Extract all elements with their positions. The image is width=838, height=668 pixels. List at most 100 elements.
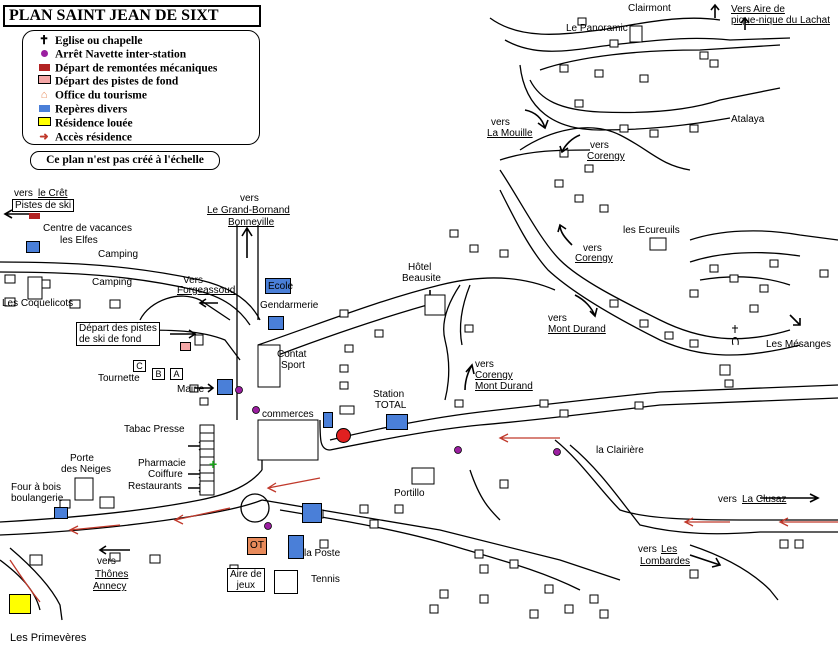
label-atalaya: Atalaya bbox=[731, 114, 765, 125]
label-vers-thones-3: Annecy bbox=[93, 581, 127, 592]
label-restaurants: Restaurants bbox=[128, 481, 182, 492]
station-total-marker bbox=[386, 414, 408, 430]
label-four-2: boulangerie bbox=[11, 493, 64, 504]
label-centre-vacances-2: les Elfes bbox=[60, 235, 98, 246]
label-mesanges: Les Mésanges bbox=[766, 339, 832, 350]
label-depart-fond: Départ des pistes de ski de fond bbox=[76, 322, 160, 346]
label-ecole: Ecole bbox=[268, 281, 294, 292]
gendarmerie-marker bbox=[268, 316, 284, 330]
legend-item-church: ✝Eglise ou chapelle bbox=[33, 33, 259, 48]
label-vers-gb-1: vers bbox=[240, 193, 259, 204]
label-vers-corengy-md-2: Corengy bbox=[475, 370, 513, 381]
label-vers-clusaz-1: vers bbox=[718, 494, 737, 505]
four-a-bois-marker bbox=[54, 507, 68, 519]
legend-item-landmark: Repères divers bbox=[33, 103, 259, 117]
label-vers-corengy-md-1: vers bbox=[475, 359, 494, 370]
mairie-marker bbox=[217, 379, 233, 395]
label-four-1: Four à bois bbox=[11, 482, 62, 493]
label-vers-mont-durand-2: Mont Durand bbox=[548, 324, 606, 335]
label-mairie: Mairie bbox=[177, 384, 205, 395]
label-hotel-1: Hôtel bbox=[408, 262, 432, 273]
access-arrow-icon: ➜ bbox=[39, 130, 49, 143]
label-camping-2: Camping bbox=[92, 277, 133, 288]
ecole-marker bbox=[265, 278, 291, 294]
legend-item-access: ➜Accès résidence bbox=[33, 131, 259, 145]
label-porte-1: Porte bbox=[70, 453, 94, 464]
label-vers-lombardes-2: Les bbox=[661, 544, 678, 555]
tourist-office-icon: ⌂ bbox=[40, 89, 48, 102]
label-vers-corengy-top-1: vers bbox=[590, 140, 609, 151]
road-main-east bbox=[329, 397, 838, 451]
label-panoramic: Le Panoramic bbox=[566, 23, 628, 34]
building-c: C bbox=[133, 360, 146, 372]
label-aire-jeux: Aire de jeux bbox=[227, 568, 265, 592]
label-vers-mouille-1: vers bbox=[491, 117, 510, 128]
info-marker bbox=[323, 412, 333, 428]
tennis-courts bbox=[274, 570, 298, 594]
rented-residence-icon bbox=[33, 116, 55, 131]
label-la-poste: la Poste bbox=[304, 548, 341, 559]
label-vers-clusaz-2: La Clusaz bbox=[742, 494, 787, 505]
ski-lift-marker bbox=[29, 213, 40, 219]
label-porte-2: des Neiges bbox=[61, 464, 112, 475]
label-contat-1: Contat bbox=[277, 349, 307, 360]
roundabout bbox=[240, 493, 270, 523]
label-tournette: Tournette bbox=[98, 373, 140, 384]
no-entry-icon bbox=[336, 428, 351, 443]
label-clairmont: Clairmont bbox=[628, 3, 671, 14]
label-vers-gb-3: Bonneville bbox=[228, 217, 275, 228]
label-aire-jeux-2: jeux bbox=[236, 580, 256, 591]
road-upper-loop bbox=[489, 17, 781, 71]
map-title: PLAN SAINT JEAN DE SIXT bbox=[3, 5, 261, 27]
road-town-west bbox=[0, 469, 263, 523]
road-clusaz bbox=[554, 439, 838, 521]
shuttle-stops bbox=[235, 386, 561, 530]
road-mouille bbox=[519, 127, 691, 171]
cross-country-icon bbox=[33, 75, 55, 89]
legend: ✝Eglise ou chapelle Arrêt Navette inter-… bbox=[22, 30, 260, 145]
label-contat-2: Sport bbox=[281, 360, 305, 371]
label-portillo: Portillo bbox=[394, 488, 425, 499]
rented-residence-marker bbox=[9, 594, 31, 614]
scale-note: Ce plan n'est pas créé à l'échelle bbox=[30, 151, 220, 170]
label-coquelicots: Les Coquelicots bbox=[2, 298, 74, 309]
label-vers-aire-2: pique-nique du Lachat bbox=[731, 15, 830, 26]
landmark-icon bbox=[33, 103, 55, 117]
label-vers-corengy-mid-1: vers bbox=[583, 243, 602, 254]
road-corengy bbox=[499, 169, 791, 340]
building-a: A bbox=[170, 368, 183, 380]
label-pistes-de-ski: Pistes de ski bbox=[12, 199, 75, 212]
poste-marker bbox=[288, 535, 304, 559]
access-arrows bbox=[9, 433, 838, 603]
label-gendarmerie: Gendarmerie bbox=[260, 300, 319, 311]
label-vers-cret-2: le Crêt bbox=[38, 188, 68, 199]
label-vers-thones-2: Thônes bbox=[95, 569, 129, 580]
cross-country-marker bbox=[180, 342, 191, 351]
label-clairiere: la Clairière bbox=[596, 445, 644, 456]
legend-item-ski-lift: Départ de remontées mécaniques bbox=[33, 62, 259, 76]
label-vers-thones-1: vers bbox=[97, 556, 116, 567]
legend-item-cross-country: Départ des pistes de fond bbox=[33, 75, 259, 89]
landmark-centre-vacances bbox=[26, 241, 40, 253]
pharmacy-cross-icon: + bbox=[209, 456, 218, 472]
label-pharmacie: Pharmacie bbox=[138, 458, 186, 469]
label-vers-corengy-top-2: Corengy bbox=[587, 151, 625, 162]
label-hotel-2: Beausite bbox=[402, 273, 441, 284]
label-tennis: Tennis bbox=[311, 574, 340, 585]
church-icon bbox=[731, 325, 739, 346]
legend-item-tourist-office: ⌂Office du tourisme bbox=[33, 89, 259, 103]
label-vers-lombardes-1: vers bbox=[638, 544, 657, 555]
building-b: B bbox=[152, 368, 165, 380]
legend-item-shuttle: Arrêt Navette inter-station bbox=[33, 48, 259, 62]
label-vers-forgeassoud-1: Vers bbox=[183, 275, 204, 286]
label-vers-aire-1: Vers Aire de bbox=[731, 4, 785, 15]
church-marker bbox=[302, 503, 322, 523]
label-commerces: commerces bbox=[262, 409, 314, 420]
church-icon: ✝ bbox=[38, 33, 50, 47]
legend-item-rented: Résidence louée bbox=[33, 116, 259, 131]
label-centre-vacances-1: Centre de vacances bbox=[43, 223, 132, 234]
label-camping-1: Camping bbox=[98, 249, 139, 260]
tourist-office-icon: OT bbox=[247, 537, 267, 555]
